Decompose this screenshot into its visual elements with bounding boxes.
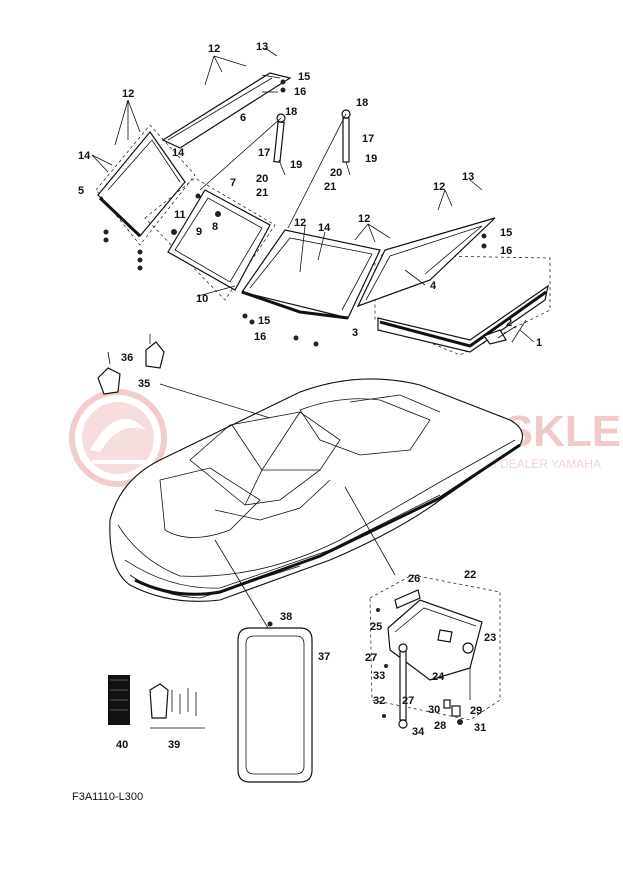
part-1-rail [377, 284, 549, 353]
part-35-bracket [97, 334, 165, 395]
callout-21: 21 [256, 187, 268, 199]
callout-27: 27 [365, 652, 377, 664]
callout-21: 21 [324, 181, 336, 193]
callout-35: 35 [138, 378, 150, 390]
part-2-clip [483, 329, 507, 345]
part-40-mat [108, 675, 130, 725]
hull-windshield [189, 411, 341, 506]
dashed-box-left [95, 124, 196, 246]
glovebox-assembly [369, 574, 501, 729]
callout-19: 19 [365, 153, 377, 165]
callout-11: 11 [174, 209, 186, 221]
callout-18: 18 [356, 97, 368, 109]
callout-13: 13 [256, 41, 268, 53]
callout-22: 22 [464, 569, 476, 581]
callout-27: 27 [402, 695, 414, 707]
callout-4: 4 [430, 280, 437, 292]
callout-8: 8 [212, 221, 218, 233]
part-6-trim [161, 72, 292, 149]
callout-12: 12 [294, 217, 306, 229]
callout-12: 12 [433, 181, 445, 193]
dashed-box-center [144, 177, 276, 301]
callout-31: 31 [474, 722, 486, 734]
part-4-windshield-right [356, 217, 496, 308]
callout-6: 6 [240, 112, 246, 124]
part-32-strut [399, 649, 407, 721]
callout-38: 38 [280, 611, 292, 623]
callout-20: 20 [256, 173, 268, 185]
callout-9: 9 [196, 226, 202, 238]
callout-15: 15 [500, 227, 512, 239]
part-39-kit [149, 683, 205, 729]
callout-19: 19 [290, 159, 302, 171]
callout-1: 1 [536, 337, 542, 349]
diagram-code: F3A1110-L300 [72, 791, 143, 803]
leader-lines [91, 47, 535, 343]
callout-5: 5 [78, 185, 84, 197]
boat-hull [109, 378, 523, 602]
hull-cockpit [159, 467, 261, 538]
callout-7: 7 [230, 177, 236, 189]
callout-16: 16 [294, 86, 306, 98]
callout-32: 32 [373, 695, 385, 707]
callout-30: 30 [428, 704, 440, 716]
callout-16: 16 [500, 245, 512, 257]
callout-24: 24 [432, 671, 445, 683]
part-7-window-frame [167, 189, 271, 291]
callout-26: 26 [408, 573, 420, 585]
callout-28: 28 [434, 720, 446, 732]
part-26-hinge [394, 589, 421, 609]
callout-12: 12 [358, 213, 370, 225]
callout-17: 17 [258, 147, 270, 159]
callout-25: 25 [370, 621, 382, 633]
callout-15: 15 [298, 71, 310, 83]
callout-34: 34 [412, 726, 425, 738]
part-37-hatch-frame [237, 621, 313, 783]
callout-12: 12 [208, 43, 220, 55]
callout-15: 15 [258, 315, 270, 327]
fasteners [103, 79, 487, 347]
callout-14: 14 [318, 222, 331, 234]
callout-3: 3 [352, 327, 358, 339]
callout-12: 12 [122, 88, 134, 100]
callout-36: 36 [121, 352, 133, 364]
callout-29: 29 [470, 705, 482, 717]
windshield-assembly [95, 72, 551, 356]
callout-17: 17 [362, 133, 374, 145]
callout-33: 33 [373, 670, 385, 682]
hull-outline [109, 378, 523, 602]
callout-37: 37 [318, 651, 330, 663]
callout-39: 39 [168, 739, 180, 751]
callout-23: 23 [484, 632, 496, 644]
callout-2: 2 [506, 317, 512, 329]
callout-14: 14 [78, 150, 91, 162]
callout-14: 14 [172, 147, 185, 159]
callout-18: 18 [285, 106, 297, 118]
callout-10: 10 [196, 293, 208, 305]
part-23-latch [462, 642, 474, 654]
callout-16: 16 [254, 331, 266, 343]
part-3-windshield-center [241, 229, 381, 319]
callout-40: 40 [116, 739, 128, 751]
callouts: 12 13 15 16 12 6 18 18 17 14 14 17 19 19… [78, 41, 542, 751]
callout-13: 13 [462, 171, 474, 183]
dashed-box-right [374, 254, 551, 356]
callout-20: 20 [330, 167, 342, 179]
